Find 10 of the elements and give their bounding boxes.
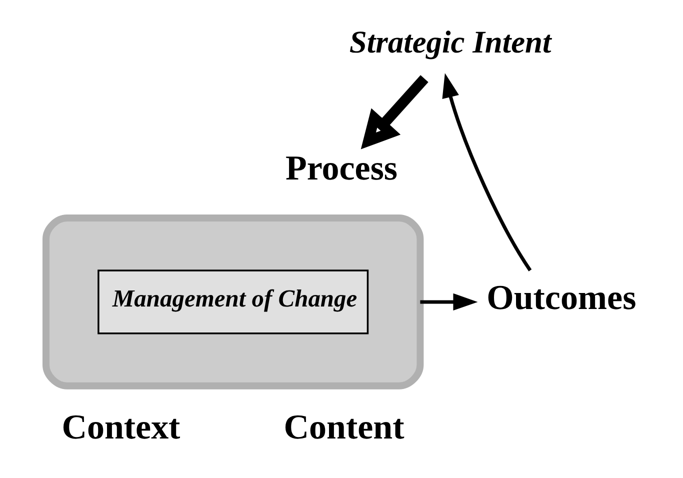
arrow (420, 293, 478, 311)
label: Context (62, 407, 180, 446)
cluster (42, 214, 424, 390)
arrow (360, 75, 428, 150)
node-text: Strategic Intent (349, 24, 552, 60)
node-text: Outcomes (486, 278, 636, 317)
label: Content (284, 407, 404, 446)
node-box: Management of Change (98, 270, 369, 334)
arrow (442, 73, 532, 272)
node-text: Process (286, 148, 398, 188)
